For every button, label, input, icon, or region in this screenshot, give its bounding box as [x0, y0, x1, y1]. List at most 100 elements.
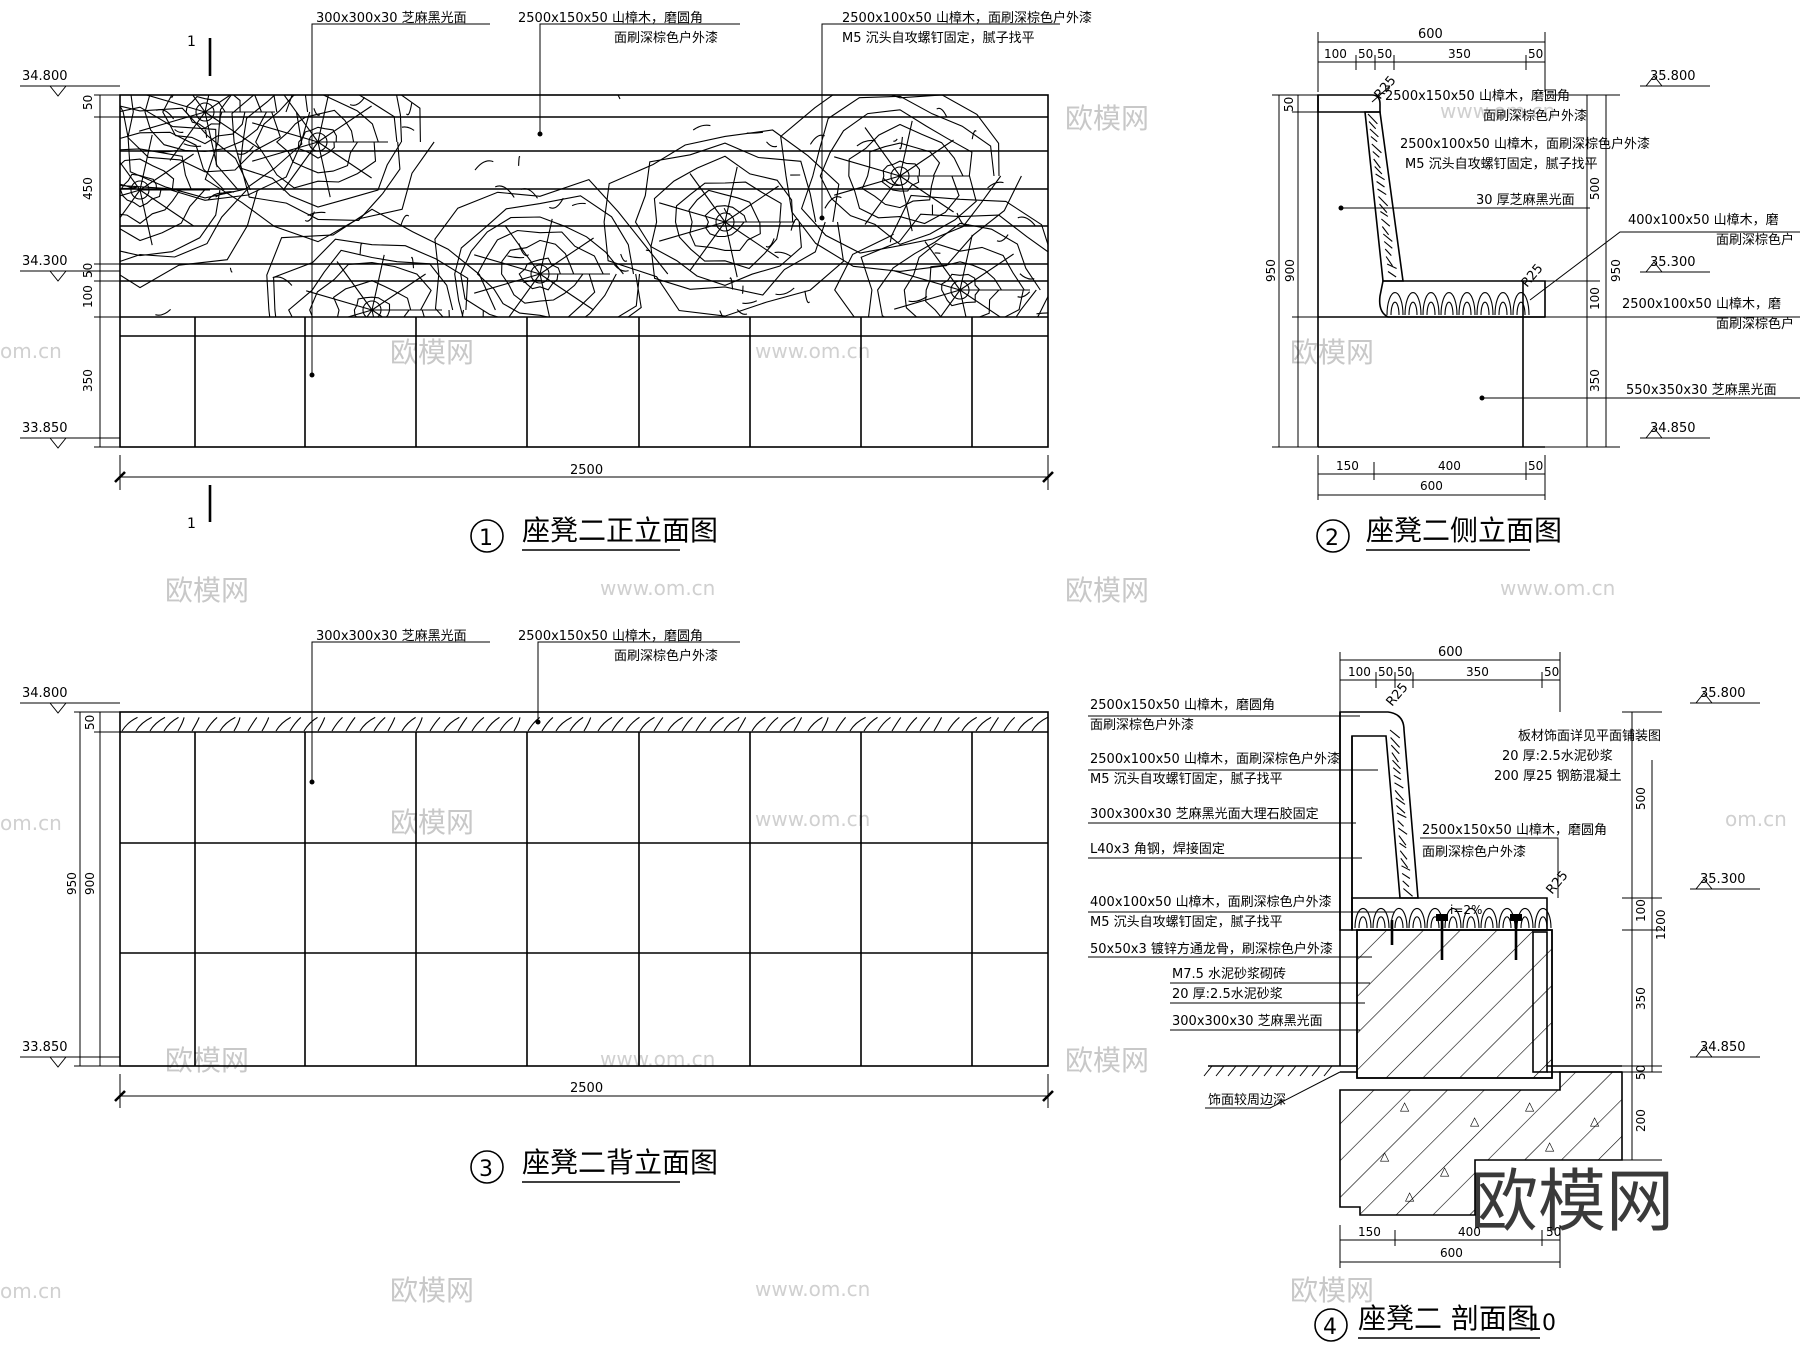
seat-board [1380, 281, 1545, 317]
svg-text:200: 200 [1634, 1109, 1648, 1132]
watermark-brand: 欧模网 [1290, 336, 1374, 369]
svg-text:50: 50 [81, 95, 95, 110]
svg-text:950: 950 [1609, 259, 1623, 282]
watermark-brand: 欧模网 [1065, 102, 1149, 135]
note: L40x3 角钢，焊接固定 [1090, 841, 1225, 857]
note-back-board: 2500x100x50 山樟木，面刷深棕色户外漆 [1400, 136, 1650, 152]
svg-text:35.300: 35.300 [1650, 255, 1696, 270]
elevation-marker: 34.800 [20, 69, 120, 96]
note-back-board: 2500x100x50 山樟木，面刷深棕色户外漆 [842, 10, 1092, 26]
back-elevation: 300x300x30 芝麻黑光面 2500x150x50 山樟木，磨圆角 面刷深… [20, 628, 1053, 1183]
svg-text:34.800: 34.800 [22, 69, 68, 84]
svg-text:33.850: 33.850 [22, 1040, 68, 1055]
svg-text:350: 350 [81, 369, 95, 392]
leaders [310, 24, 1061, 378]
note-top-paint: 面刷深棕色户外漆 [1483, 108, 1587, 124]
svg-text:400: 400 [1458, 1225, 1481, 1239]
svg-text:50: 50 [1528, 47, 1543, 61]
elevation-marker: 34.850 [1640, 421, 1710, 438]
watermark-brand: 欧模网 [1065, 574, 1149, 607]
front-elevation: 300x300x30 芝麻黑光面 2500x150x50 山樟木，磨圆角 面刷深… [12, 10, 1092, 552]
svg-text:50: 50 [83, 715, 97, 730]
svg-text:350: 350 [1634, 987, 1648, 1010]
note-seat-front: 2500x100x50 山樟木，磨 [1622, 297, 1781, 312]
svg-text:1: 1 [479, 526, 493, 551]
view-title: 4 座凳二 剖面图 10 [1315, 1302, 1556, 1341]
watermark-url-cut: om.cn [0, 339, 62, 363]
svg-text:50: 50 [1546, 1225, 1561, 1239]
view-title: 1 座凳二正立面图 [471, 514, 718, 552]
svg-text:50: 50 [1378, 665, 1393, 679]
svg-text:50: 50 [81, 263, 95, 278]
note-top-board: 2500x150x50 山樟木，磨圆角 [1385, 89, 1570, 104]
view-title: 3 座凳二背立面图 [471, 1146, 718, 1183]
svg-text:34.850: 34.850 [1650, 421, 1696, 436]
svg-text:座凳二正立面图: 座凳二正立面图 [522, 514, 718, 547]
svg-text:350: 350 [1466, 665, 1489, 679]
svg-text:△: △ [1545, 1139, 1555, 1153]
svg-text:350: 350 [1588, 369, 1602, 392]
svg-text:1: 1 [187, 34, 196, 50]
note-screw: M5 沉头自攻螺钉固定，腻子找平 [1405, 157, 1598, 172]
note: M5 沉头自攻螺钉固定，腻子找平 [1090, 915, 1283, 930]
svg-text:座凳二 剖面图: 座凳二 剖面图 [1358, 1302, 1535, 1335]
svg-text:△: △ [1380, 1149, 1390, 1163]
svg-text:450: 450 [81, 177, 95, 200]
svg-text:50: 50 [1544, 665, 1559, 679]
svg-text:2: 2 [1325, 526, 1339, 551]
note: 300x300x30 芝麻黑光面 [1172, 1013, 1323, 1029]
left-dimension: 50 950 900 [1264, 95, 1318, 447]
svg-text:50: 50 [1634, 1065, 1648, 1080]
watermark-url: www.om.cn [755, 339, 870, 363]
watermark-brand: 欧模网 [165, 574, 249, 607]
svg-text:座凳二背立面图: 座凳二背立面图 [522, 1146, 718, 1179]
svg-text:35.300: 35.300 [1700, 872, 1746, 887]
note: M7.5 水泥砂浆砌砖 [1172, 967, 1286, 982]
note-stone: 300x300x30 芝麻黑光面 [316, 628, 467, 644]
watermark-url-cut: om.cn [0, 811, 62, 835]
elevation-marker: 33.850 [20, 1040, 120, 1067]
section-cut-mark: 1 1 [187, 34, 210, 532]
note: 300x300x30 芝麻黑光面大理石胶固定 [1090, 806, 1319, 822]
watermark-url: www.om.cn [1500, 576, 1615, 600]
note: M5 沉头自攻螺钉固定，腻子找平 [1090, 772, 1283, 787]
wood-grain-area [12, 22, 1087, 389]
backrest-board [1365, 112, 1403, 281]
svg-text:50: 50 [1377, 47, 1392, 61]
backrest-grain [1368, 114, 1397, 277]
elevation-marker: 35.300 [1640, 255, 1710, 272]
svg-text:34.800: 34.800 [22, 686, 68, 701]
svg-text:100: 100 [81, 285, 95, 308]
brick-masonry [1357, 930, 1552, 1078]
elevation-marker: 35.800 [1690, 686, 1760, 703]
svg-text:2500: 2500 [570, 463, 603, 478]
note: 400x100x50 山樟木，面刷深棕色户外漆 [1090, 894, 1332, 910]
note: 面刷深棕色户外漆 [1422, 844, 1526, 860]
note: 50x50x3 镀锌方通龙骨，刷深棕色户外漆 [1090, 941, 1333, 957]
svg-text:600: 600 [1420, 479, 1443, 493]
note-top-paint: 面刷深棕色户外漆 [614, 30, 718, 46]
svg-text:1: 1 [187, 516, 196, 532]
note: 2500x100x50 山樟木，面刷深棕色户外漆 [1090, 751, 1340, 767]
top-rail [1318, 95, 1380, 112]
note-stone-base: 550x350x30 芝麻黑光面 [1626, 382, 1777, 398]
watermark-url: www.om.cn [755, 1277, 870, 1301]
horizontal-dimension: 2500 [115, 455, 1053, 490]
svg-text:35.800: 35.800 [1650, 69, 1696, 84]
watermark-brand: 欧模网 [390, 806, 474, 839]
svg-text:100: 100 [1634, 899, 1648, 922]
note-seat-paint: 面刷深棕色户 [1716, 232, 1794, 248]
watermark-brand: 欧模网 [390, 1274, 474, 1307]
svg-text:100: 100 [1348, 665, 1371, 679]
watermark-url-cut: om.cn [0, 1279, 62, 1303]
ground-hatch [1204, 1066, 1332, 1076]
note: 20 厚:2.5水泥砂浆 [1172, 987, 1283, 1002]
svg-text:600: 600 [1438, 645, 1463, 660]
svg-text:50: 50 [1358, 47, 1373, 61]
svg-text:△: △ [1525, 1099, 1535, 1113]
note: 20 厚:2.5水泥砂浆 [1502, 749, 1613, 764]
elevation-marker: 34.850 [1690, 1040, 1760, 1057]
note: 2500x150x50 山樟木，磨圆角 [1090, 698, 1275, 713]
svg-text:35.800: 35.800 [1700, 686, 1746, 701]
